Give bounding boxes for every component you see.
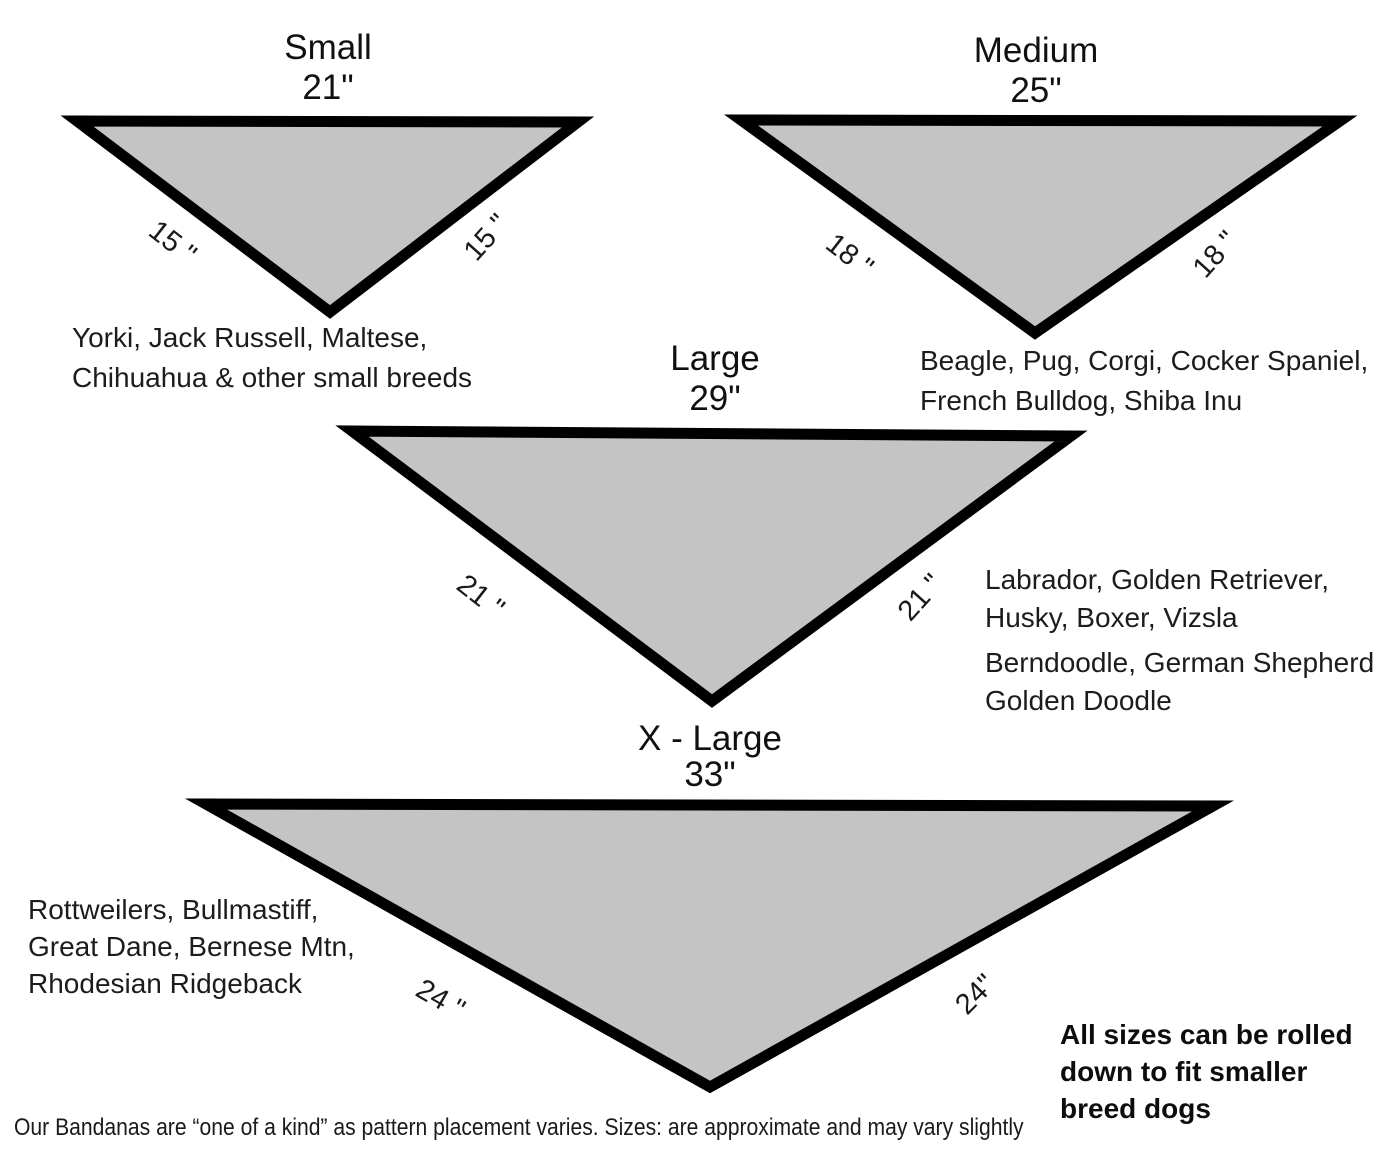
text-line: Golden Doodle (985, 685, 1172, 716)
breed-list-large: Labrador, Golden Retriever, Husky, Boxer,… (985, 561, 1374, 720)
breed-list-xlarge: Rottweilers, Bullmastiff, Great Dane, Ber… (28, 891, 355, 1002)
bandana-triangle-medium (723, 114, 1358, 340)
roll-down-note: All sizes can be rolled down to fit small… (1060, 1016, 1353, 1127)
breed-list-medium: Beagle, Pug, Corgi, Cocker Spaniel, Frenc… (920, 341, 1368, 421)
text-line: All sizes can be rolled (1060, 1019, 1353, 1050)
text-line: Yorki, Jack Russell, Maltese, (72, 322, 428, 353)
neck-length-medium: 25" (1010, 71, 1062, 110)
text-line: breed dogs (1060, 1093, 1211, 1124)
neck-length-small: 21" (302, 68, 354, 107)
text-line: Berndoodle, German Shepherd (985, 647, 1375, 678)
text-line: Chihuahua & other small breeds (72, 362, 473, 393)
bandana-triangle-xlarge (184, 798, 1235, 1094)
size-name-large: Large (670, 339, 760, 378)
footer-disclaimer: Our Bandanas are “one of a kind” as patt… (14, 1114, 1024, 1141)
bandana-triangle-large (335, 425, 1088, 708)
text-line: Labrador, Golden Retriever, (985, 564, 1329, 595)
neck-length-xlarge: 33" (684, 755, 736, 794)
bandana-triangle-small (60, 115, 595, 319)
text-line: Beagle, Pug, Corgi, Cocker Spaniel, (920, 345, 1369, 376)
breed-list-small: Yorki, Jack Russell, Maltese, Chihuahua &… (72, 318, 472, 398)
size-name-small: Small (284, 28, 372, 67)
text-line: Rhodesian Ridgeback (28, 968, 302, 999)
neck-length-large: 29" (689, 379, 741, 418)
text-line: Great Dane, Bernese Mtn, (28, 931, 355, 962)
text-line: Rottweilers, Bullmastiff, (28, 894, 319, 925)
size-name-xlarge: X - Large (638, 719, 782, 758)
text-line: down to fit smaller (1060, 1056, 1308, 1087)
text-line: French Bulldog, Shiba Inu (920, 385, 1243, 416)
size-name-medium: Medium (973, 31, 1099, 70)
text-line: Husky, Boxer, Vizsla (985, 602, 1238, 633)
